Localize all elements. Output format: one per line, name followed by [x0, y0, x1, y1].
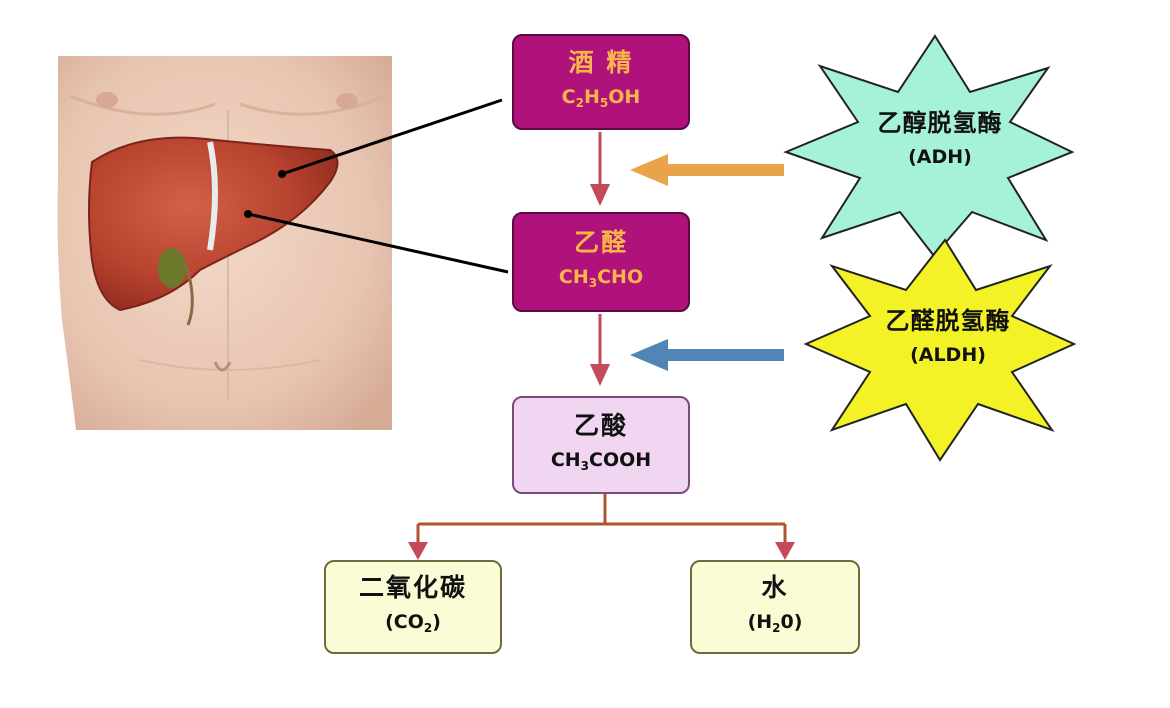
pointer-line-ethanol: [281, 98, 503, 176]
acetic-acid-formula: CH3COOH: [550, 449, 652, 473]
aldh-abbr: (ALDH): [910, 344, 986, 366]
navel: [213, 361, 232, 372]
right-nipple: [336, 93, 358, 109]
adh-arrow: [630, 154, 784, 186]
water-formula: (H20): [747, 611, 803, 635]
acetaldehyde-name: 乙醛: [573, 228, 628, 257]
left-nipple: [96, 92, 118, 108]
arrow-acetaldehyde-to-acetic-acid: [590, 314, 610, 386]
acetic-acid-name: 乙酸: [573, 411, 628, 440]
water-name: 水: [761, 573, 789, 602]
co2-name: 二氧化碳: [358, 573, 467, 602]
falciform-ligament: [207, 141, 218, 251]
adh-abbr: (ADH): [908, 146, 972, 168]
adh-label: 乙醇脱氢酶 (ADH): [860, 108, 1020, 170]
node-water: 水 (H20): [690, 560, 860, 654]
aldh-star: [803, 238, 1077, 462]
node-ethanol: 酒 精 C2H5OH: [512, 34, 690, 130]
node-acetic-acid: 乙酸 CH3COOH: [512, 396, 690, 494]
arrow-acetic-acid-to-products: [408, 494, 795, 560]
co2-formula: (CO2): [385, 611, 441, 635]
aldh-name: 乙醛脱氢酶: [885, 307, 1011, 335]
aldh-arrow: [630, 339, 784, 371]
arrow-ethanol-to-acetaldehyde: [590, 132, 610, 206]
aldh-label: 乙醛脱氢酶 (ALDH): [868, 306, 1028, 368]
acetaldehyde-formula: CH3CHO: [558, 266, 644, 290]
pointer-line-acetaldehyde: [247, 212, 509, 274]
node-co2: 二氧化碳 (CO2): [324, 560, 502, 654]
adh-name: 乙醇脱氢酶: [877, 109, 1003, 137]
node-acetaldehyde: 乙醛 CH3CHO: [512, 212, 690, 312]
ethanol-name: 酒 精: [568, 48, 634, 77]
gallbladder: [158, 248, 186, 288]
ethanol-formula: C2H5OH: [561, 86, 641, 110]
